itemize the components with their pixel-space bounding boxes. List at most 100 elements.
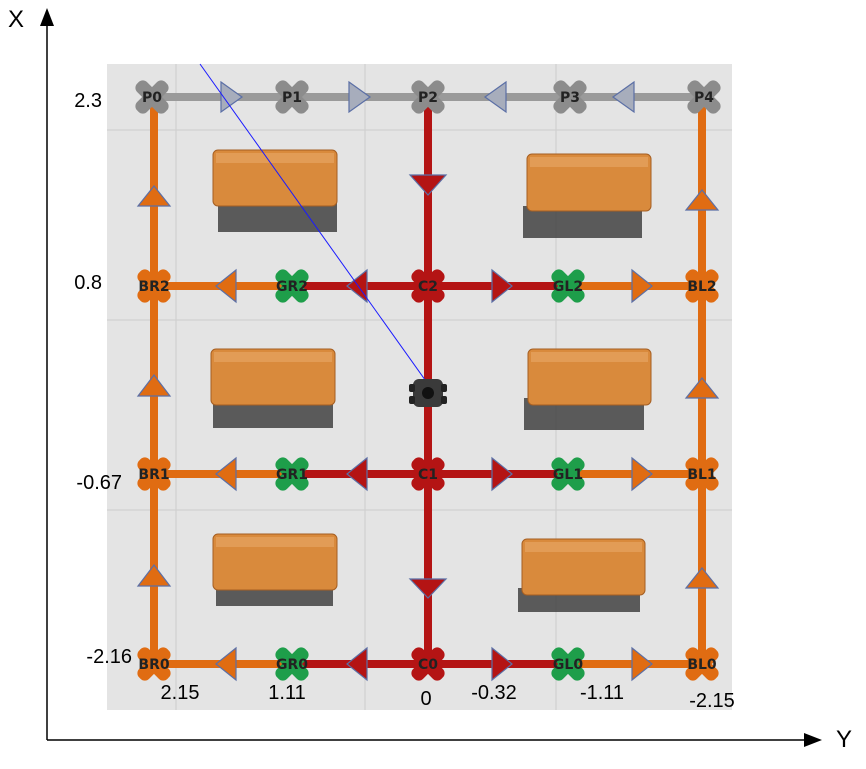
node-cross-icon <box>135 80 169 114</box>
arrow-left-icon <box>215 646 237 682</box>
arrow-left-icon <box>483 80 507 114</box>
y-tick-label: -2.15 <box>689 690 735 712</box>
node-gr0: GR0 <box>275 647 309 681</box>
shelves <box>210 149 652 612</box>
node-label: C1 <box>418 467 438 483</box>
node-gl1: GL1 <box>551 457 585 491</box>
node-label: P0 <box>142 90 162 106</box>
arrow-left-icon <box>346 456 368 492</box>
node-cross-icon <box>553 80 587 114</box>
node-br1: BR1 <box>137 457 171 491</box>
node-p4: P4 <box>687 80 721 114</box>
node-bl2: BL2 <box>685 269 719 303</box>
robot-icon <box>409 379 447 407</box>
node-gl2: GL2 <box>551 269 585 303</box>
node-cross-icon <box>687 80 721 114</box>
robot-trajectory-line <box>199 63 429 385</box>
arrow-right-icon <box>348 80 372 114</box>
node-c0: C0 <box>411 647 445 681</box>
node-label: BR0 <box>138 657 169 673</box>
node-gl0: GL0 <box>551 647 585 681</box>
x-axis-title: X <box>8 6 25 33</box>
y-axis-title: Y <box>836 726 853 753</box>
node-cross-icon <box>411 269 445 303</box>
direction-arrows <box>136 80 720 682</box>
node-cross-icon <box>685 457 719 491</box>
arrow-up-icon <box>684 189 720 211</box>
arrow-up-icon <box>684 567 720 589</box>
node-label: GR0 <box>276 657 308 673</box>
node-label: P2 <box>418 90 438 106</box>
shelf-middle-right <box>524 348 652 430</box>
arrow-left-icon <box>611 80 635 114</box>
node-cross-icon <box>551 457 585 491</box>
arrow-right-icon <box>631 646 653 682</box>
y-tick-label: -0.32 <box>471 682 517 704</box>
shelf-top-left <box>212 149 338 232</box>
node-p0: P0 <box>135 80 169 114</box>
node-gr2: GR2 <box>275 269 309 303</box>
node-label: BL1 <box>687 467 716 483</box>
y-tick-label: 0 <box>420 688 432 710</box>
arrow-right-icon <box>631 268 653 304</box>
node-cross-icon <box>275 457 309 491</box>
y-tick-label: 2.15 <box>160 682 200 704</box>
node-bl0: BL0 <box>685 647 719 681</box>
node-label: BR2 <box>138 279 169 295</box>
node-cross-icon <box>137 269 171 303</box>
node-cross-icon <box>137 457 171 491</box>
node-label: GL0 <box>553 657 583 673</box>
node-p1: P1 <box>275 80 309 114</box>
node-label: C2 <box>418 279 438 295</box>
node-p3: P3 <box>553 80 587 114</box>
node-label: C0 <box>418 657 438 673</box>
node-cross-icon <box>275 647 309 681</box>
x-tick-label: 2.3 <box>74 90 102 112</box>
node-p2: P2 <box>411 80 445 114</box>
node-br2: BR2 <box>137 269 171 303</box>
x-axis-arrow-icon <box>40 8 54 26</box>
node-cross-icon <box>411 457 445 491</box>
node-cross-icon <box>411 647 445 681</box>
node-cross-icon <box>685 269 719 303</box>
node-cross-icon <box>685 647 719 681</box>
arrow-down-icon <box>408 174 448 196</box>
node-cross-icon <box>411 80 445 114</box>
node-label: GR1 <box>276 467 308 483</box>
node-cross-icon <box>551 647 585 681</box>
node-cross-icon <box>275 269 309 303</box>
arrow-up-icon <box>136 374 172 397</box>
node-gr1: GR1 <box>275 457 309 491</box>
x-tick-label: -2.16 <box>86 646 132 668</box>
arrow-right-icon <box>491 268 513 304</box>
y-tick-label: -1.11 <box>579 682 625 704</box>
y-axis-arrow-icon <box>804 733 822 747</box>
y-tick-label: 1.11 <box>268 682 306 704</box>
node-label: GL1 <box>553 467 583 483</box>
arrow-left-icon <box>215 268 237 304</box>
node-label: BR1 <box>138 467 169 483</box>
node-label: GR2 <box>276 279 308 295</box>
arrow-up-icon <box>136 564 172 587</box>
arrow-left-icon <box>346 268 368 304</box>
node-c1: C1 <box>411 457 445 491</box>
node-label: BL0 <box>687 657 717 673</box>
arrow-left-icon <box>215 456 237 492</box>
shelf-middle-left <box>210 348 336 428</box>
node-c2: C2 <box>411 269 445 303</box>
arrow-down-icon <box>408 578 448 599</box>
node-cross-icon <box>137 647 171 681</box>
arrow-right-icon <box>491 646 513 682</box>
node-label: P4 <box>694 90 714 106</box>
node-label: BL2 <box>687 279 716 295</box>
arrow-right-icon <box>491 456 513 492</box>
node-bl1: BL1 <box>685 457 719 491</box>
shelf-bottom-right <box>518 538 646 612</box>
axes <box>40 8 822 747</box>
arrow-right-icon <box>220 80 244 114</box>
x-tick-label: 0.8 <box>74 272 102 294</box>
arrow-right-icon <box>631 456 653 492</box>
node-label: P1 <box>282 90 302 106</box>
